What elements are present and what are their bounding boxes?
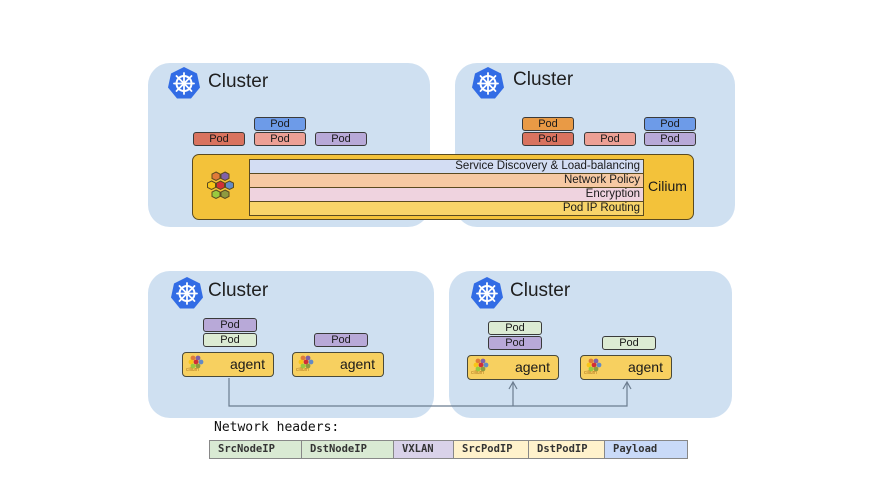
pod: Pod — [203, 333, 257, 347]
cluster-title: Cluster — [208, 71, 269, 92]
cilium-logo-text: cilium — [471, 370, 484, 376]
pod: Pod — [315, 132, 367, 146]
arrow-head-icon — [622, 380, 632, 390]
cluster-title: Cluster — [510, 280, 571, 301]
cilium-agent: cilium agent — [580, 355, 672, 380]
pod: Pod — [644, 132, 696, 146]
header-field-dstpodip: DstPodIP — [529, 441, 605, 458]
cilium-logo-text: cilium — [296, 367, 309, 373]
pod: Pod — [254, 132, 306, 146]
network-headers-title: Network headers: — [214, 420, 340, 435]
pod: Pod — [602, 336, 656, 350]
layer-network-policy: Network Policy — [249, 173, 644, 188]
network-headers-row: SrcNodeIP DstNodeIP VXLAN SrcPodIP DstPo… — [209, 440, 688, 459]
header-field-dstnodeip: DstNodeIP — [302, 441, 394, 458]
agent-label: agent — [229, 356, 265, 372]
cluster-title: Cluster — [513, 69, 574, 90]
header-field-srcnodeip: SrcNodeIP — [210, 441, 302, 458]
pod: Pod — [193, 132, 245, 146]
pod: Pod — [644, 117, 696, 131]
pod: Pod — [584, 132, 636, 146]
pod: Pod — [522, 132, 574, 146]
cilium-logo-icon — [207, 171, 234, 200]
pod: Pod — [488, 336, 542, 350]
cluster-title: Cluster — [208, 280, 269, 301]
pod: Pod — [314, 333, 368, 347]
agent-label: agent — [627, 359, 663, 375]
pod: Pod — [254, 117, 306, 131]
pod: Pod — [522, 117, 574, 131]
header-field-payload: Payload — [605, 441, 687, 458]
cilium-logo-text: cilium — [186, 367, 199, 373]
layer-pod-ip-routing: Pod IP Routing — [249, 201, 644, 216]
cilium-logo-text: cilium — [584, 370, 597, 376]
cilium-agent: cilium agent — [182, 352, 274, 377]
header-field-srcpodip: SrcPodIP — [454, 441, 529, 458]
arrow-head-icon — [508, 380, 518, 390]
pod: Pod — [488, 321, 542, 335]
agent-label: agent — [514, 359, 550, 375]
pod: Pod — [203, 318, 257, 332]
tunnel-connector-line — [228, 378, 628, 407]
header-field-vxlan: VXLAN — [394, 441, 454, 458]
cilium-label: Cilium — [648, 178, 687, 194]
cilium-agent: cilium agent — [292, 352, 384, 377]
agent-label: agent — [339, 356, 375, 372]
cilium-bar: Service Discovery & Load-balancing Netwo… — [192, 154, 694, 220]
cilium-agent: cilium agent — [467, 355, 559, 380]
